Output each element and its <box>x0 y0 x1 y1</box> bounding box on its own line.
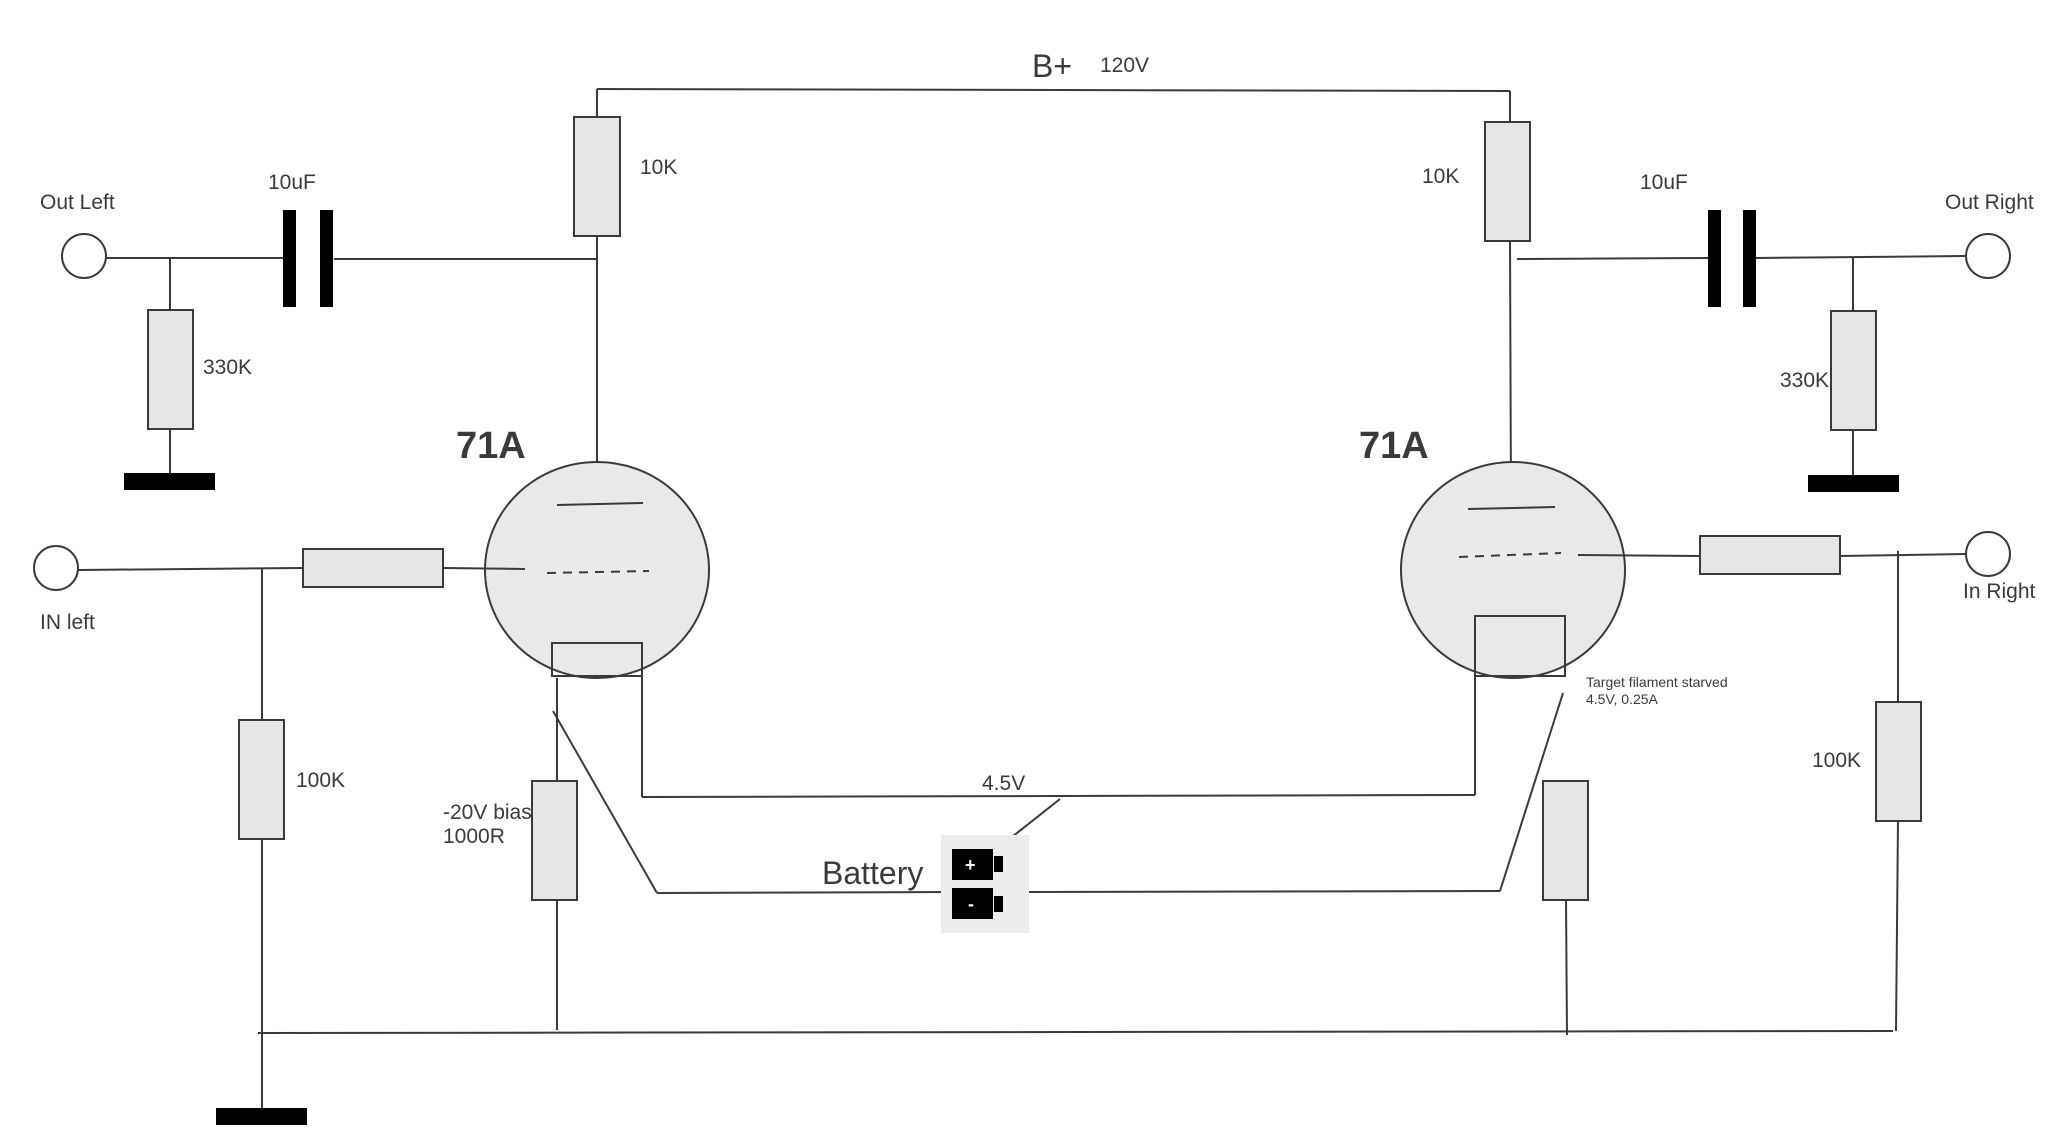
left-bias-label-line1: -20V bias <box>443 801 532 824</box>
b-plus-label: B+ <box>1032 48 1072 84</box>
right-grid-leak-bottom-wire <box>1895 820 1899 1032</box>
right-tube-filament <box>1474 615 1566 677</box>
filament-voltage-label: 4.5V <box>982 772 1025 795</box>
right-tube-anode <box>1467 506 1556 510</box>
left-tube-grid <box>546 570 650 574</box>
right-coupling-cap-plate-2 <box>1743 210 1756 307</box>
right-output-resistor-label: 330K <box>1780 369 1829 392</box>
left-output-resistor <box>147 309 194 430</box>
right-tube-grid <box>1458 552 1562 558</box>
left-tube-71a <box>484 461 710 679</box>
battery-plus-sign: + <box>965 855 976 875</box>
left-stopper-to-grid-wire <box>442 567 526 570</box>
right-grid-leak-resistor <box>1875 701 1922 822</box>
right-grid-to-stopper-wire <box>1577 554 1701 557</box>
left-filament-bottom-diag-wire <box>552 710 658 894</box>
left-bias-resistor <box>531 780 578 901</box>
left-output-ground <box>124 473 215 490</box>
right-filament-bottom-diag-wire <box>1499 692 1564 892</box>
filament-top-rail <box>641 794 1476 798</box>
right-plate-resistor-label: 10K <box>1422 165 1459 188</box>
right-coupling-cap-label: 10uF <box>1640 171 1688 194</box>
right-tube-label: 71A <box>1359 425 1429 467</box>
ground-bus <box>257 1030 1894 1034</box>
left-plate-resistor <box>573 116 621 237</box>
left-tube-filament <box>551 642 643 677</box>
right-input-jack <box>1965 531 2011 577</box>
right-output-label: Out Right <box>1945 191 2034 214</box>
left-coupling-cap-plate-2 <box>320 210 333 307</box>
left-tube-label: 71A <box>456 425 526 467</box>
filament-note-line2: 4.5V, 0.25A <box>1586 691 1659 707</box>
battery-minus-sign: - <box>968 894 974 914</box>
left-tube-anode <box>556 502 644 506</box>
right-output-resistor <box>1830 310 1877 431</box>
left-output-resistor-label: 330K <box>203 356 252 379</box>
right-output-ground <box>1808 475 1899 492</box>
right-cap-to-out-wire <box>1755 255 1967 259</box>
left-output-jack <box>61 233 107 279</box>
right-plate-resistor <box>1484 121 1531 242</box>
main-ground <box>216 1108 307 1125</box>
left-bias-label-line2: 1000R <box>443 825 505 848</box>
filament-bottom-rail-right <box>1026 890 1501 893</box>
right-tube-71a <box>1400 461 1626 679</box>
right-input-label: In Right <box>1963 580 2036 603</box>
left-input-wire <box>77 567 304 571</box>
right-input-wire <box>1839 553 1967 557</box>
left-coupling-cap-label: 10uF <box>268 171 316 194</box>
left-output-label: Out Left <box>40 191 115 214</box>
right-output-jack <box>1965 233 2011 279</box>
left-plate-resistor-label: 10K <box>640 156 677 179</box>
battery-label: Battery <box>822 855 923 891</box>
right-plate-to-cap-wire <box>1516 257 1710 260</box>
right-coupling-cap-plate-1 <box>1708 210 1721 307</box>
b-plus-voltage-label: 120V <box>1100 54 1149 77</box>
b-plus-rail <box>596 88 1511 122</box>
left-grid-stopper-resistor <box>302 548 444 588</box>
left-input-jack <box>33 545 79 591</box>
right-grid-stopper-resistor <box>1699 535 1841 575</box>
left-input-label: IN left <box>40 611 95 634</box>
filament-bottom-rail-left <box>656 891 954 894</box>
left-coupling-cap-plate-1 <box>283 210 296 307</box>
left-grid-leak-label: 100K <box>296 769 345 792</box>
right-bias-resistor <box>1542 780 1589 901</box>
right-bias-ground-wire <box>1565 899 1568 1036</box>
filament-note-line1: Target filament starved <box>1586 674 1728 690</box>
left-grid-leak-resistor <box>238 719 285 840</box>
battery-icon: + - <box>941 835 1029 933</box>
right-grid-leak-label: 100K <box>1812 749 1861 772</box>
